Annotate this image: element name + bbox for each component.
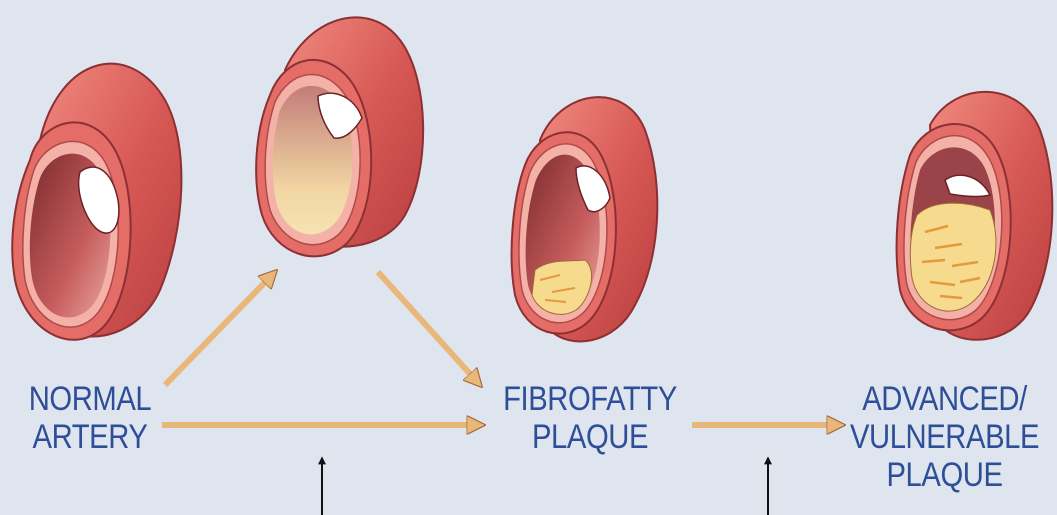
label-advanced-line1: ADVANCED/	[848, 380, 1042, 418]
arrow-fatty-to-fibrofatty	[378, 272, 480, 385]
label-advanced-line2: VULNERABLE	[848, 418, 1042, 456]
label-advanced-line3: PLAQUE	[848, 456, 1042, 494]
arrow-normal-to-fatty	[165, 272, 275, 385]
label-fibrofatty-plaque: FIBROFATTY PLAQUE	[495, 380, 684, 456]
fatty-streak-vessel	[256, 17, 423, 256]
label-normal-line1: NORMAL	[21, 380, 159, 418]
label-advanced-plaque: ADVANCED/ VULNERABLE PLAQUE	[848, 380, 1042, 494]
normal-artery-vessel	[12, 64, 181, 340]
label-normal-artery: NORMAL ARTERY	[21, 380, 159, 456]
label-fibro-line1: FIBROFATTY	[495, 380, 684, 418]
fibrofatty-plaque-vessel	[512, 97, 658, 341]
label-fibro-line2: PLAQUE	[495, 418, 684, 456]
advanced-plaque-vessel	[897, 92, 1053, 340]
label-normal-line2: ARTERY	[21, 418, 159, 456]
